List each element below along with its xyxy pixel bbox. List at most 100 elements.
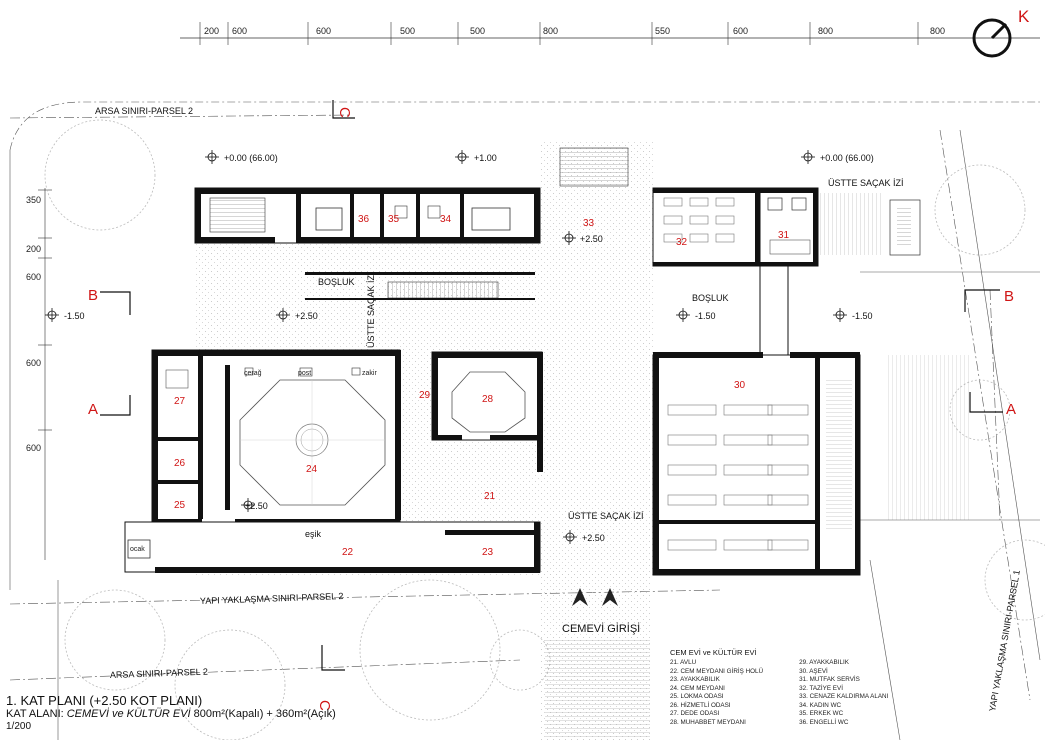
title-block: 1. KAT PLANI (+2.50 KOT PLANI) KAT ALANI… — [6, 693, 426, 733]
section-c-bottom: C — [316, 700, 333, 711]
bosluk-edge-upper — [305, 272, 535, 275]
plan-title: 1. KAT PLANI (+2.50 KOT PLANI) — [6, 693, 203, 708]
dim-left-5: 600 — [26, 443, 41, 453]
dim-top-7: 550 — [655, 26, 670, 36]
legend-item: 30. AŞEVİ — [799, 667, 828, 675]
room-31: 31 — [778, 230, 790, 241]
dimension-line-top: 200 600 600 500 500 800 550 600 800 800 — [180, 22, 1040, 45]
entrance-hall-block — [124, 521, 541, 573]
top-stair — [559, 147, 629, 187]
section-a-left: A — [88, 401, 98, 418]
ocak-label: ocak — [130, 546, 145, 553]
dim-left-4: 600 — [26, 358, 41, 368]
sacak-label-2: ÜSTTE SAÇAK İZİ — [568, 511, 644, 521]
legend-item: 29. AYAKKABILIK — [799, 659, 849, 666]
plan-scale: 1/200 — [6, 721, 32, 732]
dim-top-9: 800 — [818, 26, 833, 36]
cem-meydani-block — [151, 349, 401, 526]
level-markers — [45, 150, 847, 544]
esik-label: eşik — [305, 529, 322, 539]
legend-item: 31. MUTFAK SERVİS — [799, 676, 860, 683]
cerag-label: çerağ — [244, 370, 262, 377]
level-10: +2.50 — [582, 533, 605, 543]
legend-item: 34. KADIN WC — [799, 701, 842, 709]
asevi-block — [652, 352, 861, 576]
level-3: +0.00 (66.00) — [820, 153, 874, 163]
section-a-right: A — [1006, 401, 1016, 418]
dim-left-2: 200 — [26, 244, 41, 254]
entrance-label: CEMEVİ GİRİŞİ — [562, 622, 640, 635]
room-35: 35 — [388, 214, 400, 225]
post-label: post — [298, 370, 311, 377]
room-legend: CEM EVİ ve KÜLTÜR EVİ 21. AVLU 22. CEM M… — [670, 648, 930, 727]
sacak-label-3: ÜSTTE SAÇAK İZİ — [828, 178, 904, 188]
dim-top-8: 600 — [733, 26, 748, 36]
room-36: 36 — [358, 214, 370, 225]
legend-item: 26. HİZMETLİ ODASI — [670, 701, 731, 709]
legend-item: 24. CEM MEYDANI — [670, 684, 725, 692]
room-28: 28 — [482, 394, 494, 405]
room-22: 22 — [342, 547, 354, 558]
legend-item: 23. AYAKKABILIK — [670, 676, 720, 683]
legend-title: CEM EVİ ve KÜLTÜR EVİ — [670, 648, 757, 657]
room-29: 29 — [419, 390, 431, 401]
room-27: 27 — [174, 396, 186, 407]
setback-label-bottom: YAPI YAKLAŞMA SINIRI-PARSEL 2 — [200, 591, 344, 606]
legend-item: 35. ERKEK WC — [799, 710, 844, 717]
bosluk-label-2: BOŞLUK — [692, 293, 729, 303]
entrance-arrow-icons — [572, 588, 618, 606]
room-34: 34 — [440, 214, 452, 225]
plan-area-prefix: KAT ALANI: — [6, 708, 67, 720]
room-23: 23 — [482, 547, 494, 558]
north-label: K — [1018, 7, 1030, 26]
section-markers — [100, 100, 1003, 671]
level-1: +0.00 (66.00) — [224, 153, 278, 163]
level-7: -1.50 — [695, 311, 716, 321]
sacak-label-1: ÜSTTE SAÇAK İZİ — [366, 272, 376, 348]
legend-column-2: 29. AYAKKABILIK 30. AŞEVİ 31. MUTFAK SER… — [799, 659, 888, 727]
section-b-right: B — [1004, 288, 1014, 305]
entrance-stair — [545, 640, 650, 740]
legend-item: 33. CENAZE KALDIRMA ALANI — [799, 693, 889, 700]
room-21: 21 — [484, 491, 496, 502]
dim-top-10: 800 — [930, 26, 945, 36]
bosluk-label-1: BOŞLUK — [318, 277, 355, 287]
bosluk-edge-lower — [305, 298, 535, 300]
muhabbet-meydani-block — [431, 351, 543, 472]
dim-top-3: 600 — [316, 26, 331, 36]
legend-item: 25. LOKMA ODASI — [670, 693, 724, 700]
legend-item: 36. ENGELLİ WC — [799, 718, 849, 726]
dim-top-1: 200 — [204, 26, 219, 36]
section-b-left: B — [88, 287, 98, 304]
legend-column-1: 21. AVLU 22. CEM MEYDANI GİRİŞ HOLÜ 23. … — [670, 659, 763, 727]
room-32: 32 — [676, 237, 688, 248]
dining-tables — [667, 404, 809, 551]
dimension-line-left: 350 200 600 600 600 — [26, 188, 52, 560]
level-8: -1.50 — [852, 311, 873, 321]
room-25: 25 — [174, 500, 186, 511]
center-stair — [387, 281, 499, 299]
dim-left-3: 600 — [26, 272, 41, 282]
room-26: 26 — [174, 458, 186, 469]
zakir-label: zakir — [362, 370, 377, 377]
boundary-label-top: ARSA SINIRI-PARSEL 2 — [95, 106, 193, 116]
upper-right-block — [652, 187, 921, 357]
plan-area: KAT ALANI: CEMEVİ ve KÜLTÜR EVİ 800m²(Ka… — [6, 708, 426, 721]
room-24: 24 — [306, 464, 318, 475]
section-c-top: C — [336, 107, 353, 118]
north-arrow-icon — [972, 18, 1012, 58]
dim-top-2: 600 — [232, 26, 247, 36]
level-5: +2.50 — [295, 311, 318, 321]
legend-item: 21. AVLU — [670, 659, 697, 666]
boundary-label-bottom: ARSA SINIRI-PARSEL 2 — [110, 667, 208, 680]
level-9: +2.50 — [245, 501, 268, 511]
top-block — [194, 187, 541, 244]
plan-area-suffix: 800m²(Kapalı) + 360m²(Açık) — [190, 708, 336, 720]
setback-label-right: YAPI YAKLAŞMA SINIRI-PARSEL 1 — [987, 569, 1022, 712]
dim-top-6: 800 — [543, 26, 558, 36]
legend-item: 27. DEDE ODASI — [670, 710, 720, 717]
dim-top-4: 500 — [400, 26, 415, 36]
dim-top-5: 500 — [470, 26, 485, 36]
room-33: 33 — [583, 218, 595, 229]
